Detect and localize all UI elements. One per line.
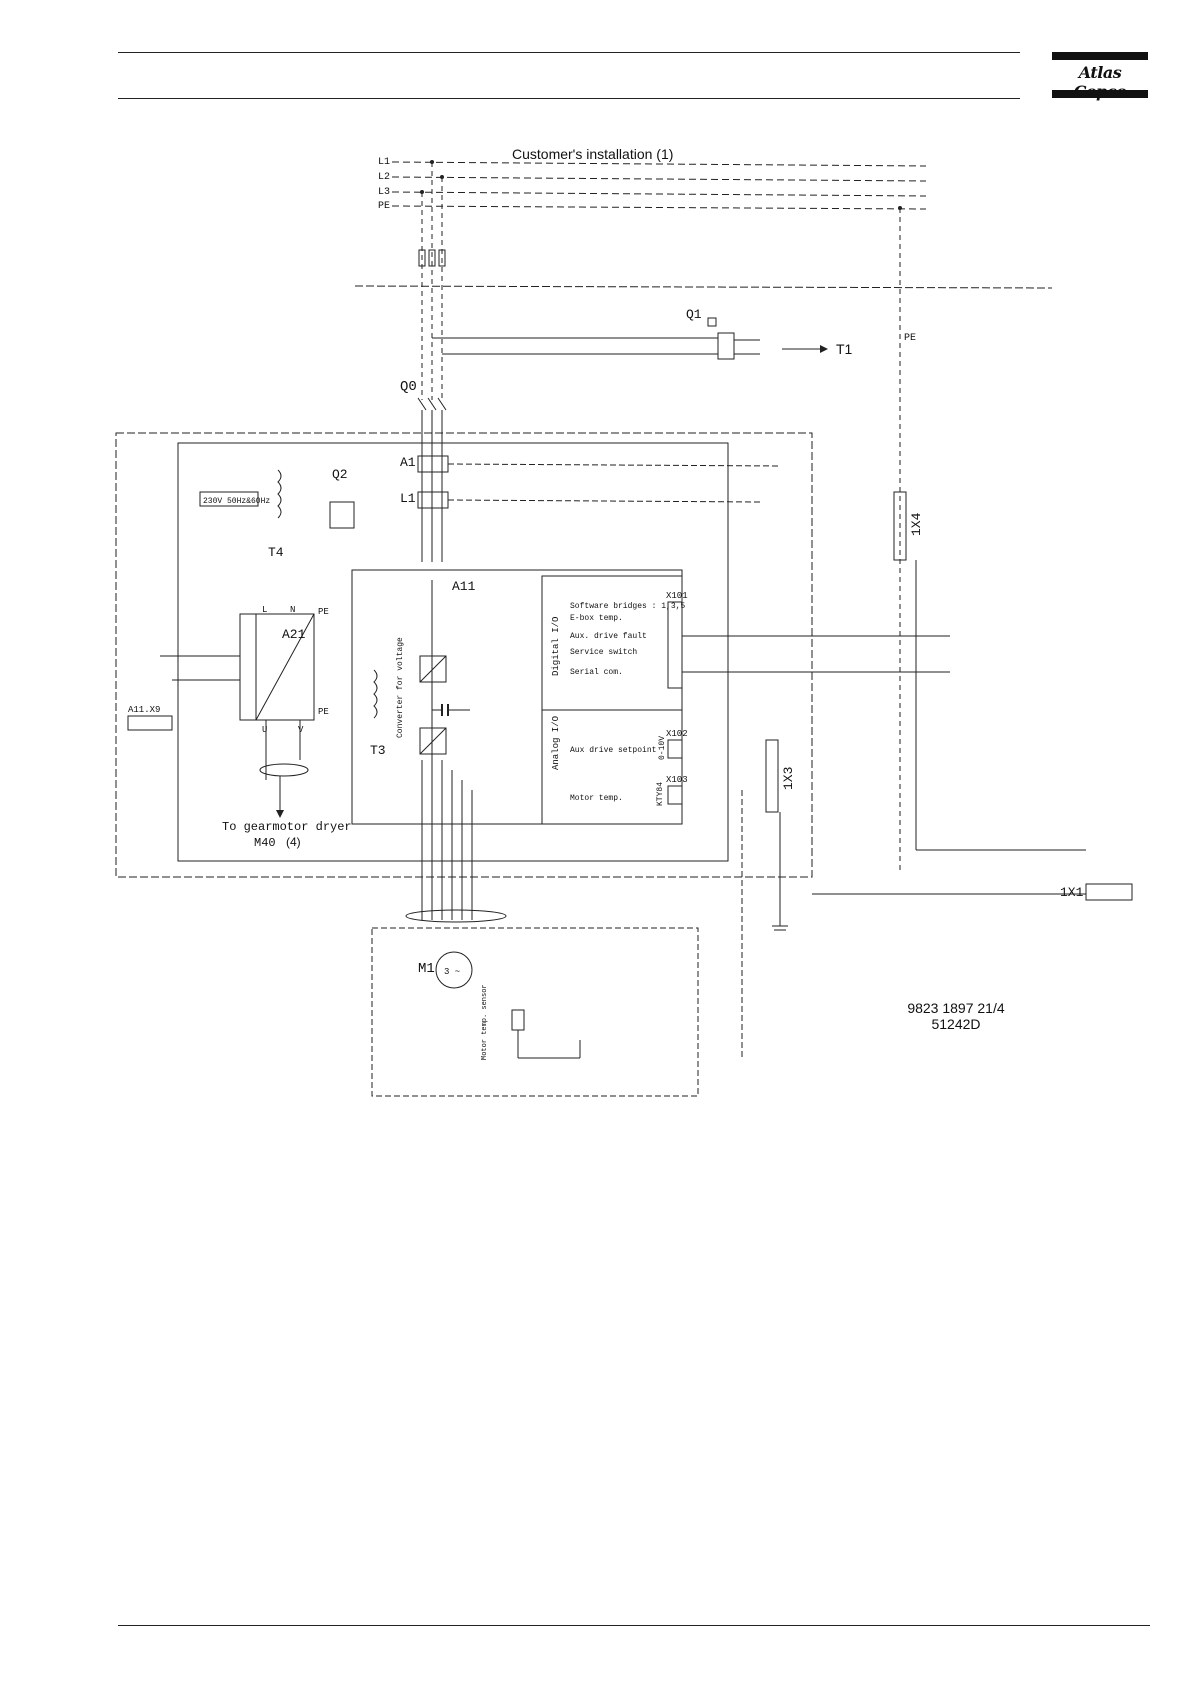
installation-boundary [354,285,1053,289]
kty84-label: KTY84 [656,782,665,806]
converter-for-voltage: Converter for voltage [396,637,405,738]
main-conductors [421,410,443,920]
q1-switch [707,317,717,327]
t1-label: T1 [836,341,853,357]
atlas-copco-logo: Atlas Copco [1052,52,1148,101]
inverter-block [419,727,447,755]
gearmotor-label-2: M40 [254,836,276,850]
a11x9-terminal [127,715,173,731]
motor-temp: Motor temp. [570,794,623,803]
gearmotor-cable-screen [259,763,309,777]
software-bridges: Software bridges : 1,3,5 [570,602,685,611]
aux-drive-setpoint: Aux drive setpoint [570,746,656,755]
motor-temp-sensor: Motor temp. sensor [481,984,489,1060]
q2-block [329,501,355,529]
supply-label: 230V 50Hz&60Hz [203,497,270,506]
supply-lines [391,161,927,210]
ebox-temp: E-box temp. [570,614,623,623]
a1-label: A1 [400,455,416,470]
x1x1-terminal [1085,883,1133,901]
supply-label-box [199,491,259,507]
motor-sensor-element [511,1009,525,1031]
header-rule-top [118,52,1020,53]
x101-label: X101 [666,591,688,601]
a11x9-label: A11.X9 [128,705,160,715]
a21-terminal-strip [239,613,257,721]
x101-terminal [667,601,683,689]
a21-l-label: L [262,605,267,615]
supply-junctions [420,160,902,210]
document-number: 9823 1897 21/4 [907,1000,1005,1016]
t4-label: T4 [268,545,284,560]
t3-coil [373,669,378,719]
l1-label: L1 [400,491,416,506]
gearmotor-label-1: To gearmotor dryer [222,820,352,834]
x1x4-terminal [893,491,907,561]
x103-terminal [667,785,683,805]
enclosure-boundary [115,432,813,878]
motor-m1 [435,951,473,989]
q1-label: Q1 [686,307,702,322]
x102-label: X102 [666,729,688,739]
q1-terminal-block [717,332,735,360]
a21-pe-top: PE [318,607,329,617]
customer-fuses [418,249,446,267]
zero-10v: 0-10V [658,736,667,760]
a11-io-panel [541,575,683,825]
inner-enclosure [177,442,729,862]
pe-right-label: PE [904,333,916,344]
a21-u-label: U [262,725,267,735]
t3-label: T3 [370,743,386,758]
x1x1-label: 1X1 [1060,885,1084,900]
serial-com: Serial com. [570,668,623,677]
footer-rule [118,1625,1150,1626]
a21-v-label: V [298,725,304,735]
q2-label: Q2 [332,467,348,482]
q0-contacts [417,397,447,411]
x1x3-terminal [765,739,779,813]
a21-label: A21 [282,627,306,642]
motor-cable-screen [405,909,507,923]
rectifier-block [419,655,447,683]
gearmotor-label-3: (4) [286,835,301,849]
header-rule-bottom [118,98,1020,99]
supply-drops [421,162,901,870]
analog-io-label: Analog I/O [551,716,561,770]
motor-symbol: 3 ~ [444,967,460,977]
x102-terminal [667,739,683,759]
aux-drive-fault: Aux. drive fault [570,632,647,641]
a11-label: A11 [452,579,476,594]
m1-label: M1 [418,961,435,977]
a21-n-label: N [290,605,295,615]
motor-cables [451,770,473,920]
x1x4-label: 1X4 [909,512,924,536]
service-switch: Service switch [570,648,637,657]
document-revision: 51242D [931,1016,981,1032]
diagram-title: Customer's installation (1) [512,146,673,162]
q0-label: Q0 [400,379,417,395]
motor-enclosure [371,927,699,1097]
line-label-l2: L2 [378,172,390,183]
digital-io-label: Digital I/O [551,617,561,676]
t4-coil [277,469,282,519]
a21-pe-bottom: PE [318,707,329,717]
line-label-l1: L1 [378,157,390,168]
line-label-l3: L3 [378,187,390,198]
x1x3-label: 1X3 [781,767,796,790]
line-label-pe: PE [378,201,390,212]
x103-label: X103 [666,775,688,785]
